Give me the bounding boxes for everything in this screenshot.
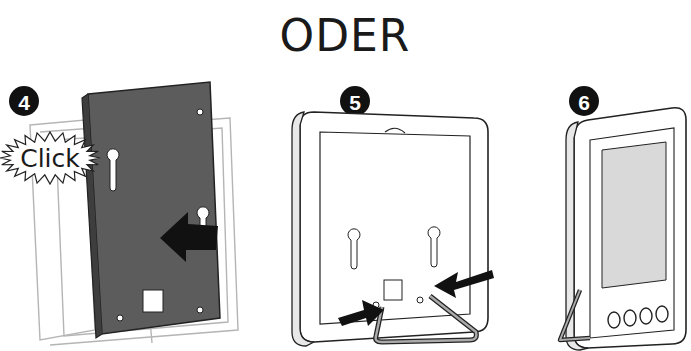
u-stand-highlight	[376, 296, 477, 342]
callout-circle	[340, 86, 370, 116]
display-screen	[602, 142, 666, 288]
callout-number: 5	[349, 92, 361, 113]
slide-arrow	[160, 212, 218, 262]
stand-leg	[560, 290, 590, 340]
callout-number: 4	[18, 92, 30, 113]
device-housing	[300, 112, 488, 342]
housing-side	[292, 112, 314, 346]
insert-arrow	[434, 270, 494, 298]
screw-hole	[197, 109, 203, 115]
callout-number: 6	[578, 92, 590, 113]
keyhole-slots	[348, 227, 440, 308]
button	[608, 312, 620, 328]
click-starburst	[0, 132, 100, 184]
page-title: ODER	[280, 14, 411, 58]
stand-hole	[417, 297, 423, 303]
screw-hole	[117, 315, 123, 321]
keyhole-slot	[348, 229, 360, 269]
buttons	[608, 306, 668, 328]
screw-hole	[197, 307, 203, 313]
plate-side	[82, 94, 102, 338]
front-bezel	[590, 128, 674, 338]
stand-leg-highlight	[560, 290, 590, 340]
button	[656, 306, 668, 322]
back-plate	[320, 132, 470, 324]
button	[640, 308, 652, 324]
wire-opening	[143, 290, 163, 312]
release-notch	[385, 128, 405, 133]
device-housing	[574, 108, 686, 348]
u-stand	[376, 296, 477, 342]
keyhole-slot	[107, 149, 119, 191]
callout-circle	[569, 86, 599, 116]
mounting-plate	[88, 82, 220, 334]
wire-opening	[384, 280, 402, 300]
click-text: Click	[20, 146, 80, 171]
insert-arrow	[338, 300, 384, 326]
keyhole-slot	[428, 227, 440, 267]
callout-circle	[9, 86, 39, 116]
button	[624, 310, 636, 326]
keyhole-slots	[107, 109, 209, 321]
